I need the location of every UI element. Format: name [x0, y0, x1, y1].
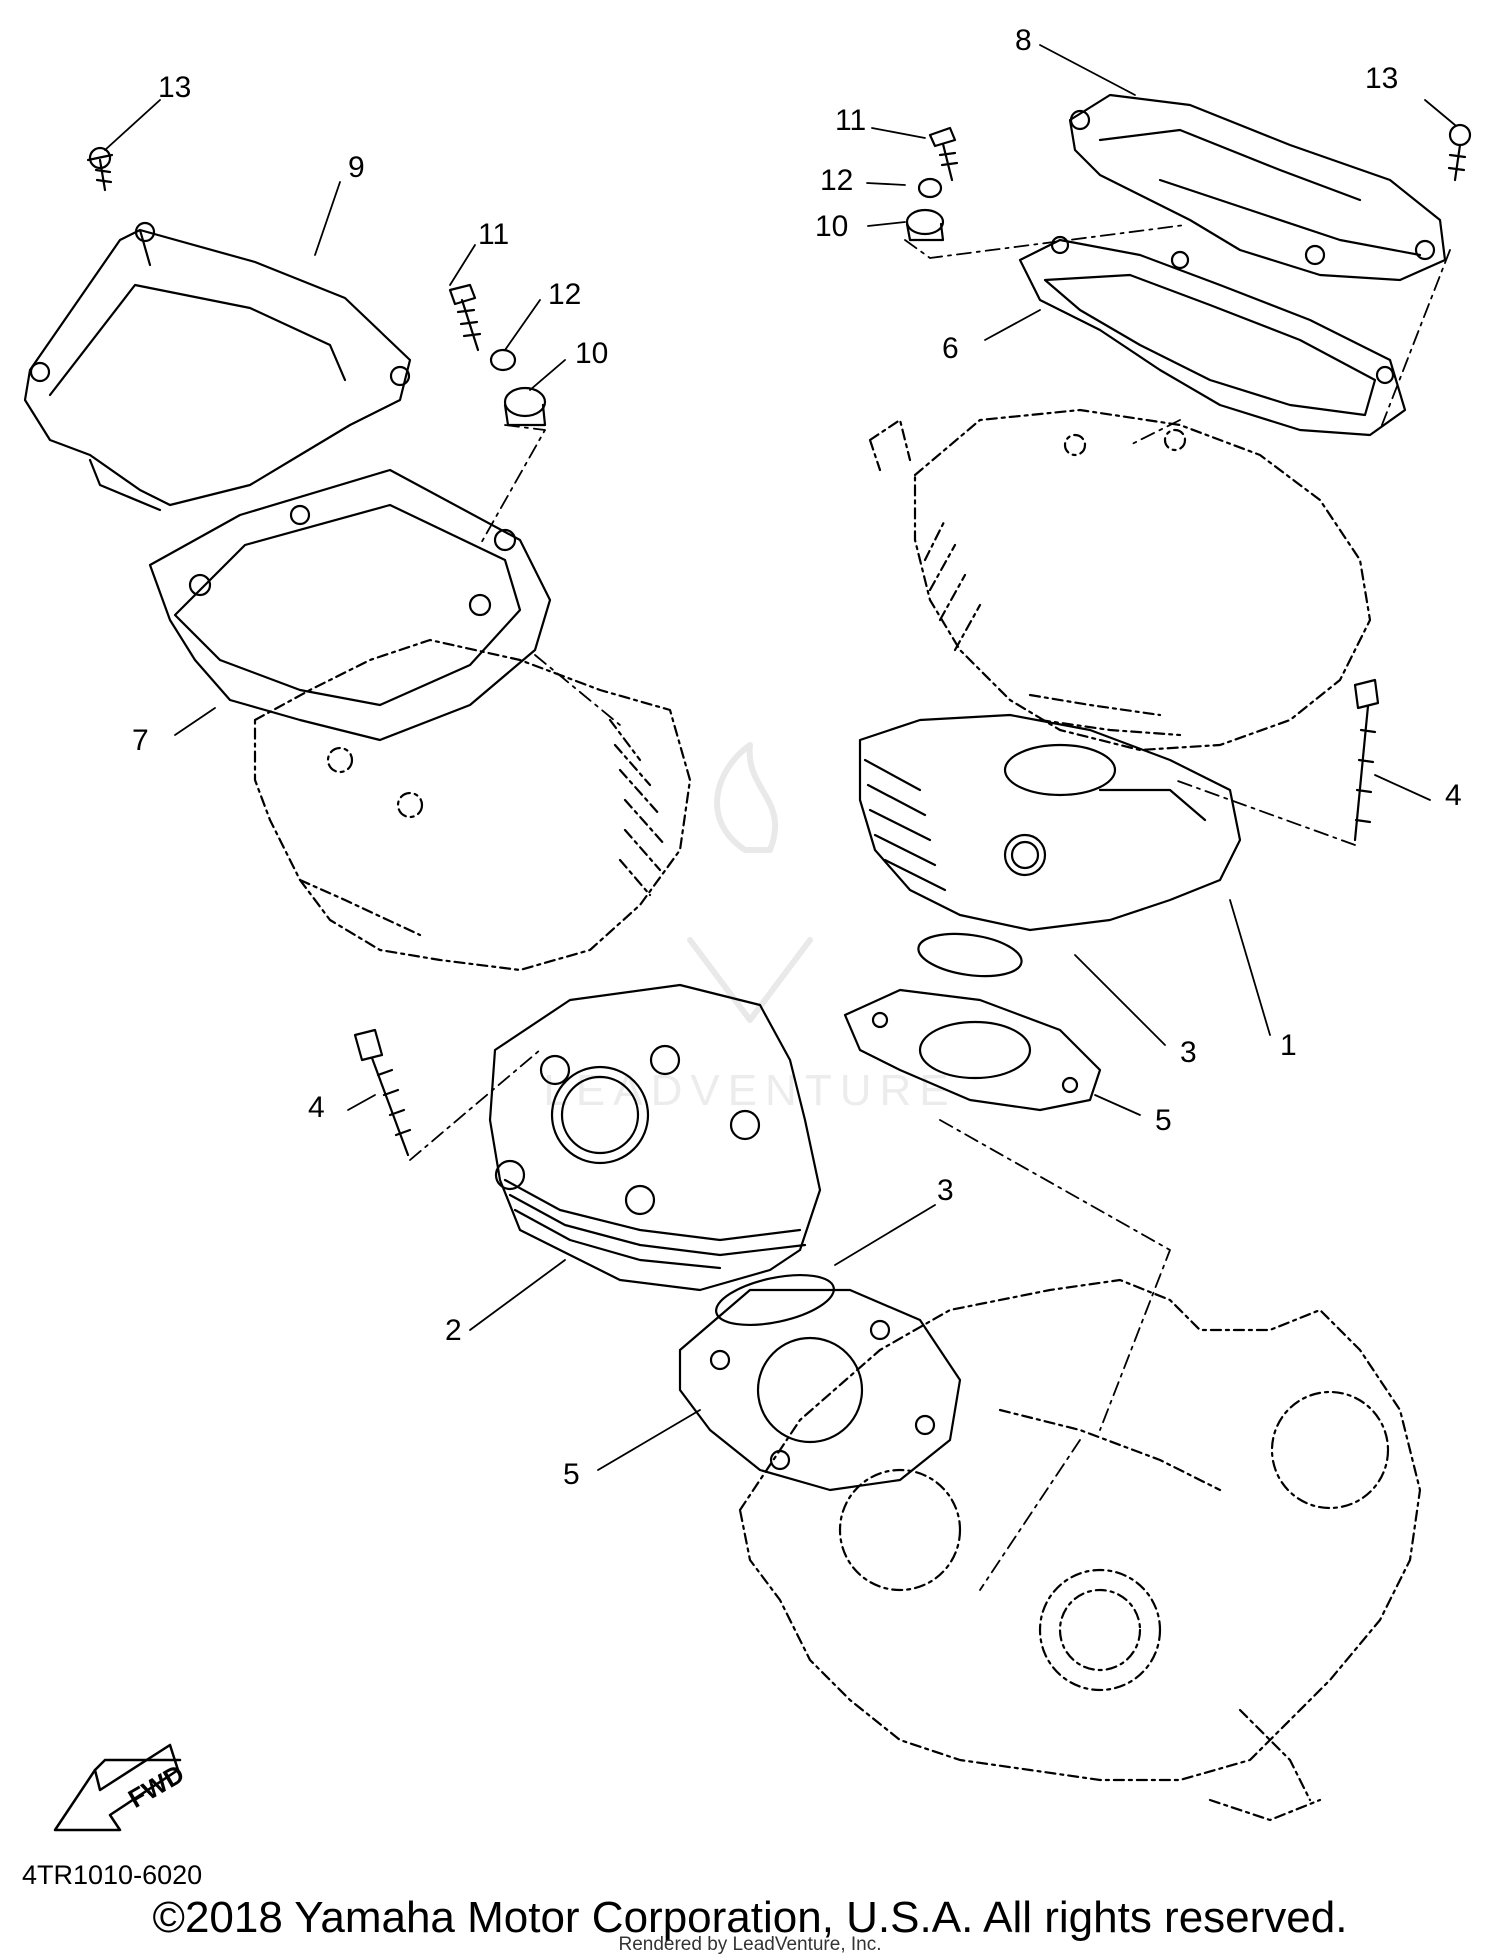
callout-numbers: 13 9 11 12 10 7 8 13 11 12 10 6 4 1 3 5 …	[132, 24, 1462, 1491]
svg-text:LEADVENTURE: LEADVENTURE	[543, 1066, 956, 1115]
cylinder-front-drawing	[488, 983, 822, 1292]
copyright-notice: ©2018 Yamaha Motor Corporation, U.S.A. A…	[152, 1893, 1348, 1942]
head-cover-rear-drawing	[1068, 93, 1447, 282]
cylinder-head-front-drawing	[253, 638, 692, 972]
small-parts-front	[86, 146, 547, 427]
fwd-label: FWD	[123, 1758, 189, 1814]
callout-c3b: 3	[937, 1174, 954, 1207]
gasket-head-cover-front-drawing	[148, 468, 552, 742]
diagram-code: 4TR1010-6020	[22, 1860, 203, 1890]
small-parts-rear	[905, 123, 1472, 242]
rendered-by-credit: Rendered by LeadVenture, Inc.	[618, 1934, 882, 1955]
o-ring-rear-drawing	[917, 932, 1023, 978]
callout-c8: 8	[1015, 24, 1032, 57]
bolts-4-drawing	[353, 678, 1380, 1157]
callout-c10b: 10	[575, 337, 608, 370]
callout-c9: 9	[348, 151, 365, 184]
o-ring-front-drawing	[715, 1274, 835, 1326]
callout-c4b: 4	[308, 1091, 325, 1124]
callout-c11a: 11	[835, 104, 866, 137]
callout-c5b: 5	[563, 1458, 580, 1491]
exploded-parts-diagram: LEADVENTURE	[23, 24, 1472, 1832]
callout-c11b: 11	[478, 218, 509, 251]
callout-c13a: 13	[1365, 62, 1398, 95]
callout-c1: 1	[1280, 1029, 1297, 1062]
callout-c3a: 3	[1180, 1036, 1197, 1069]
cylinder-head-rear-drawing	[868, 408, 1372, 752]
gasket-rear-drawing	[843, 988, 1102, 1112]
callout-c5a: 5	[1155, 1104, 1172, 1137]
callout-c4a: 4	[1445, 779, 1462, 812]
callout-c12a: 12	[820, 164, 853, 197]
callout-c10a: 10	[815, 210, 848, 243]
callout-c13b: 13	[158, 71, 191, 104]
crankcase-drawing	[738, 1278, 1422, 1822]
callout-c2: 2	[445, 1314, 462, 1347]
head-cover-front-drawing	[23, 221, 412, 526]
leadventure-watermark: LEADVENTURE	[543, 742, 956, 1115]
fwd-arrow-icon: FWD	[53, 1743, 189, 1832]
callout-c6: 6	[942, 332, 959, 365]
leader-lines	[104, 44, 1456, 1471]
callout-c12b: 12	[548, 278, 581, 311]
alignment-lines	[409, 224, 1451, 1591]
gasket-head-cover-rear-drawing	[1018, 235, 1407, 437]
callout-c7: 7	[132, 724, 149, 757]
cylinder-rear-drawing	[858, 713, 1242, 932]
